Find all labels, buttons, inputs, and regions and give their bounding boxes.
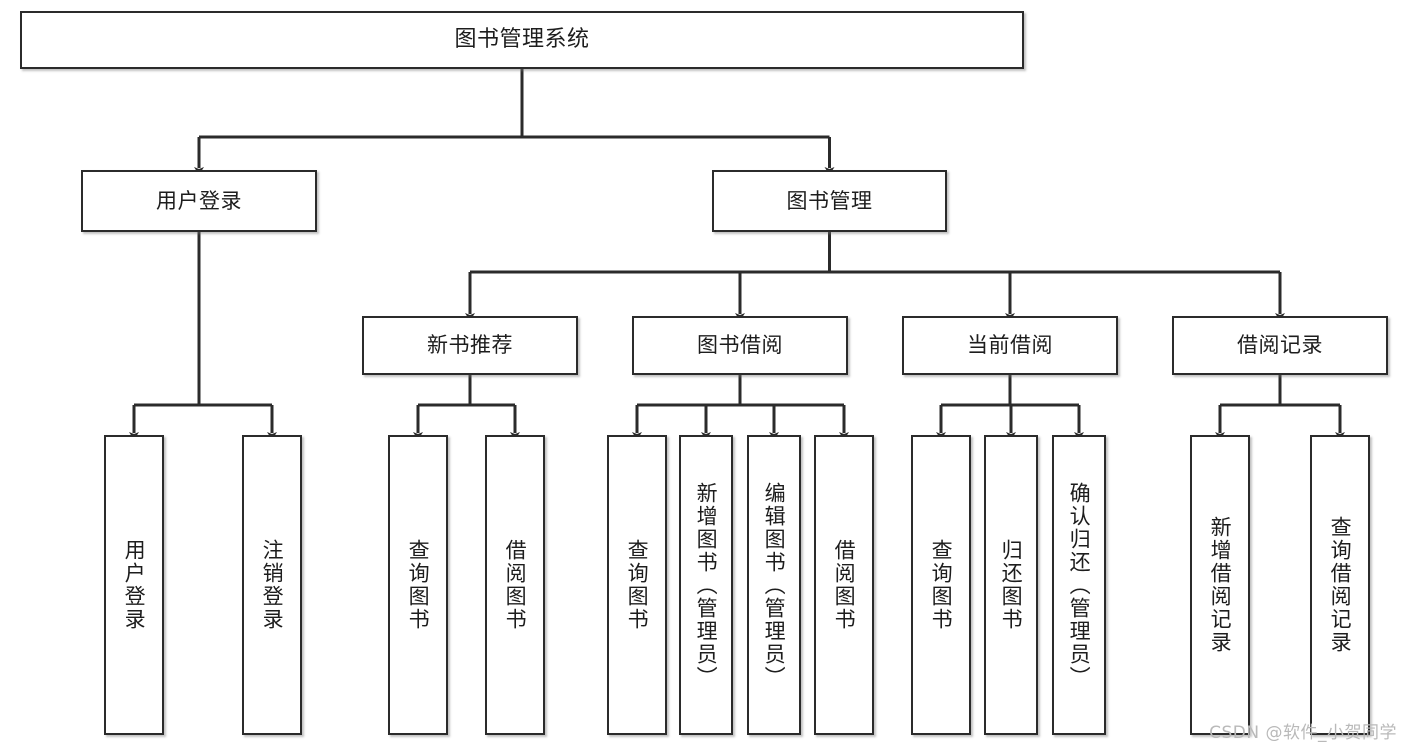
node-label: 借阅图书	[832, 539, 857, 631]
node-label: 新书推荐	[427, 333, 513, 358]
node-label: 确认归还（管理员）	[1067, 481, 1092, 689]
node-label: 编辑图书（管理员）	[762, 481, 787, 689]
node-leaf_10[interactable]: 确认归还（管理员）	[1052, 435, 1106, 735]
node-label: 查询图书	[406, 539, 431, 631]
node-l2_1[interactable]: 图书管理	[712, 170, 947, 232]
node-leaf_6[interactable]: 编辑图书（管理员）	[747, 435, 801, 735]
node-label: 借阅记录	[1237, 333, 1323, 358]
node-l3_0[interactable]: 新书推荐	[362, 316, 578, 375]
node-label: 新增借阅记录	[1208, 516, 1233, 654]
node-root[interactable]: 图书管理系统	[20, 11, 1024, 69]
node-leaf_11[interactable]: 新增借阅记录	[1190, 435, 1250, 735]
node-leaf_4[interactable]: 查询图书	[607, 435, 667, 735]
node-leaf_5[interactable]: 新增图书（管理员）	[679, 435, 733, 735]
csdn-watermark: CSDN @软件_小贺同学	[1209, 723, 1397, 743]
node-label: 查询借阅记录	[1328, 516, 1353, 654]
node-label: 图书借阅	[697, 333, 783, 358]
node-l3_3[interactable]: 借阅记录	[1172, 316, 1388, 375]
node-label: 查询图书	[625, 539, 650, 631]
node-label: 图书管理	[786, 188, 873, 213]
node-leaf_9[interactable]: 归还图书	[984, 435, 1038, 735]
node-label: 查询图书	[929, 539, 954, 631]
node-leaf_7[interactable]: 借阅图书	[814, 435, 874, 735]
node-label: 新增图书（管理员）	[694, 481, 719, 689]
node-label: 用户登录	[122, 539, 147, 631]
node-leaf_8[interactable]: 查询图书	[911, 435, 971, 735]
node-label: 用户登录	[156, 188, 242, 213]
node-label: 当前借阅	[967, 333, 1053, 358]
node-label: 注销登录	[260, 539, 285, 631]
node-label: 归还图书	[999, 539, 1024, 631]
node-leaf_12[interactable]: 查询借阅记录	[1310, 435, 1370, 735]
node-l3_1[interactable]: 图书借阅	[632, 316, 848, 375]
node-l2_0[interactable]: 用户登录	[81, 170, 317, 232]
node-l3_2[interactable]: 当前借阅	[902, 316, 1118, 375]
node-leaf_2[interactable]: 查询图书	[388, 435, 448, 735]
node-label: 借阅图书	[503, 539, 528, 631]
node-label: 图书管理系统	[454, 27, 590, 53]
node-leaf_1[interactable]: 注销登录	[242, 435, 302, 735]
node-leaf_3[interactable]: 借阅图书	[485, 435, 545, 735]
node-leaf_0[interactable]: 用户登录	[104, 435, 164, 735]
